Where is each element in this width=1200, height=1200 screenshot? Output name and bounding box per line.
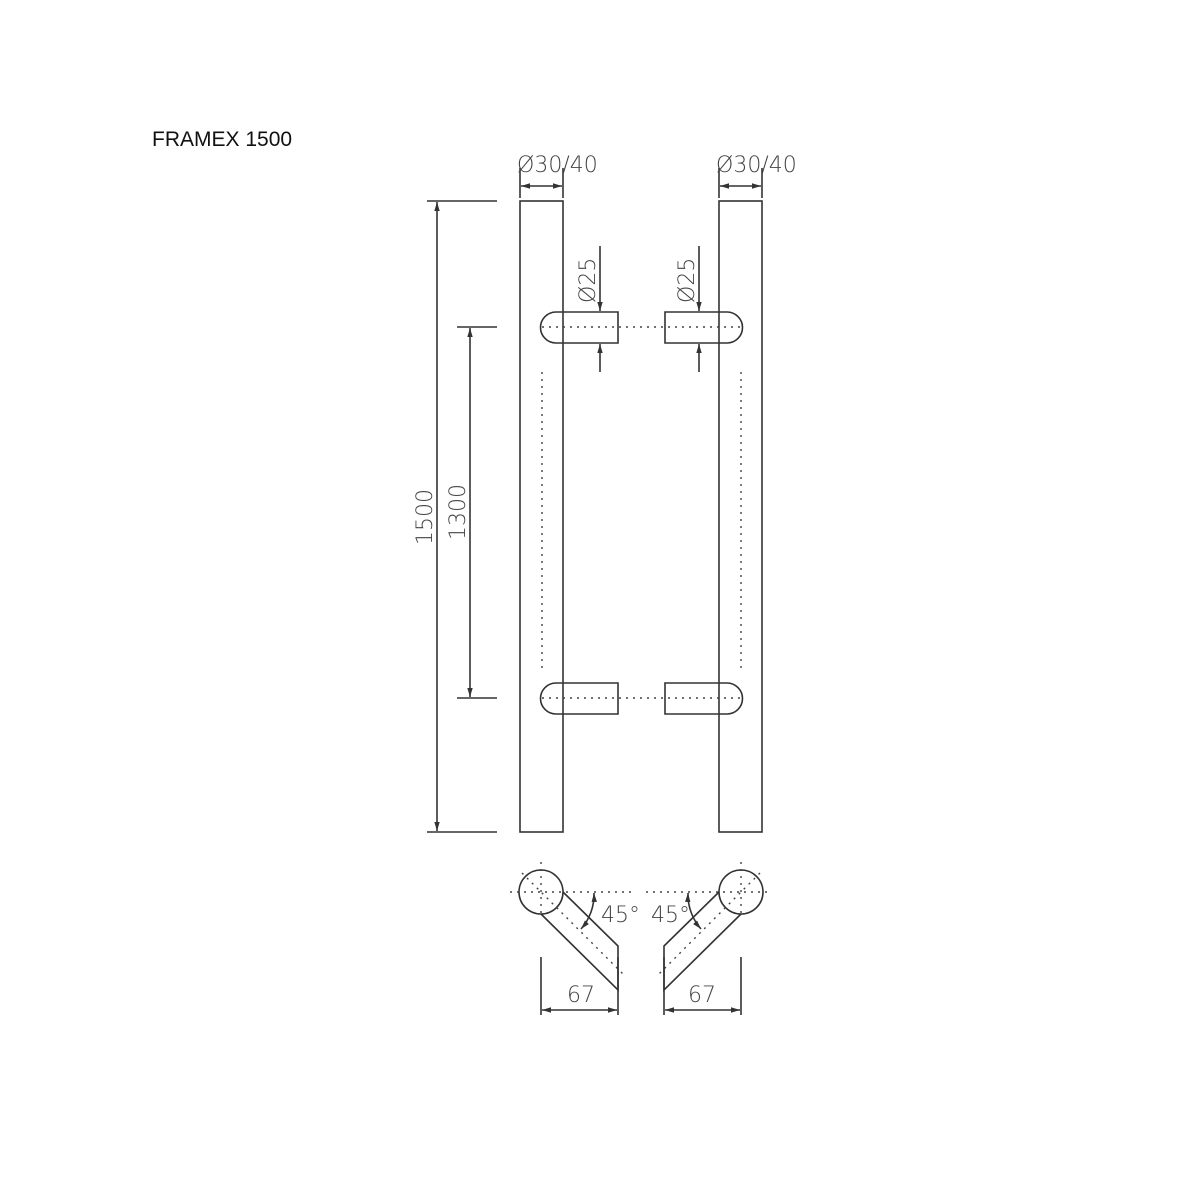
standoff-diameter-dim-left: Ø25	[576, 246, 603, 372]
handle-bar-left	[519, 200, 564, 833]
bar-diameter-dim-right: Ø30/40	[716, 153, 797, 198]
center-distance-dim: 1300	[446, 326, 497, 699]
standoff-diameter-dim-right: Ø25	[675, 246, 702, 372]
bar-diameter-dim-left: Ø30/40	[517, 153, 598, 198]
svg-text:Ø30/40: Ø30/40	[716, 153, 797, 178]
total-length-dim: 1500	[413, 200, 497, 833]
svg-text:1300: 1300	[446, 484, 471, 540]
svg-text:67: 67	[567, 983, 595, 1008]
drawing-title: FRAMEX 1500	[152, 128, 293, 151]
svg-text:45°: 45°	[601, 903, 640, 928]
svg-text:Ø25: Ø25	[675, 258, 700, 303]
standoff-top-left	[539, 311, 619, 344]
section-view-left: 45° 67	[510, 862, 640, 1015]
svg-text:Ø25: Ø25	[576, 258, 601, 303]
section-view-right: 45° 67	[646, 862, 772, 1015]
handle-bar-right	[718, 200, 763, 833]
svg-text:67: 67	[688, 983, 716, 1008]
svg-text:1500: 1500	[413, 489, 438, 545]
standoff-bottom-left	[539, 682, 619, 715]
standoff-top-right	[664, 311, 744, 344]
standoff-bottom-right	[664, 682, 744, 715]
svg-text:45°: 45°	[651, 903, 690, 928]
svg-text:Ø30/40: Ø30/40	[517, 153, 598, 178]
